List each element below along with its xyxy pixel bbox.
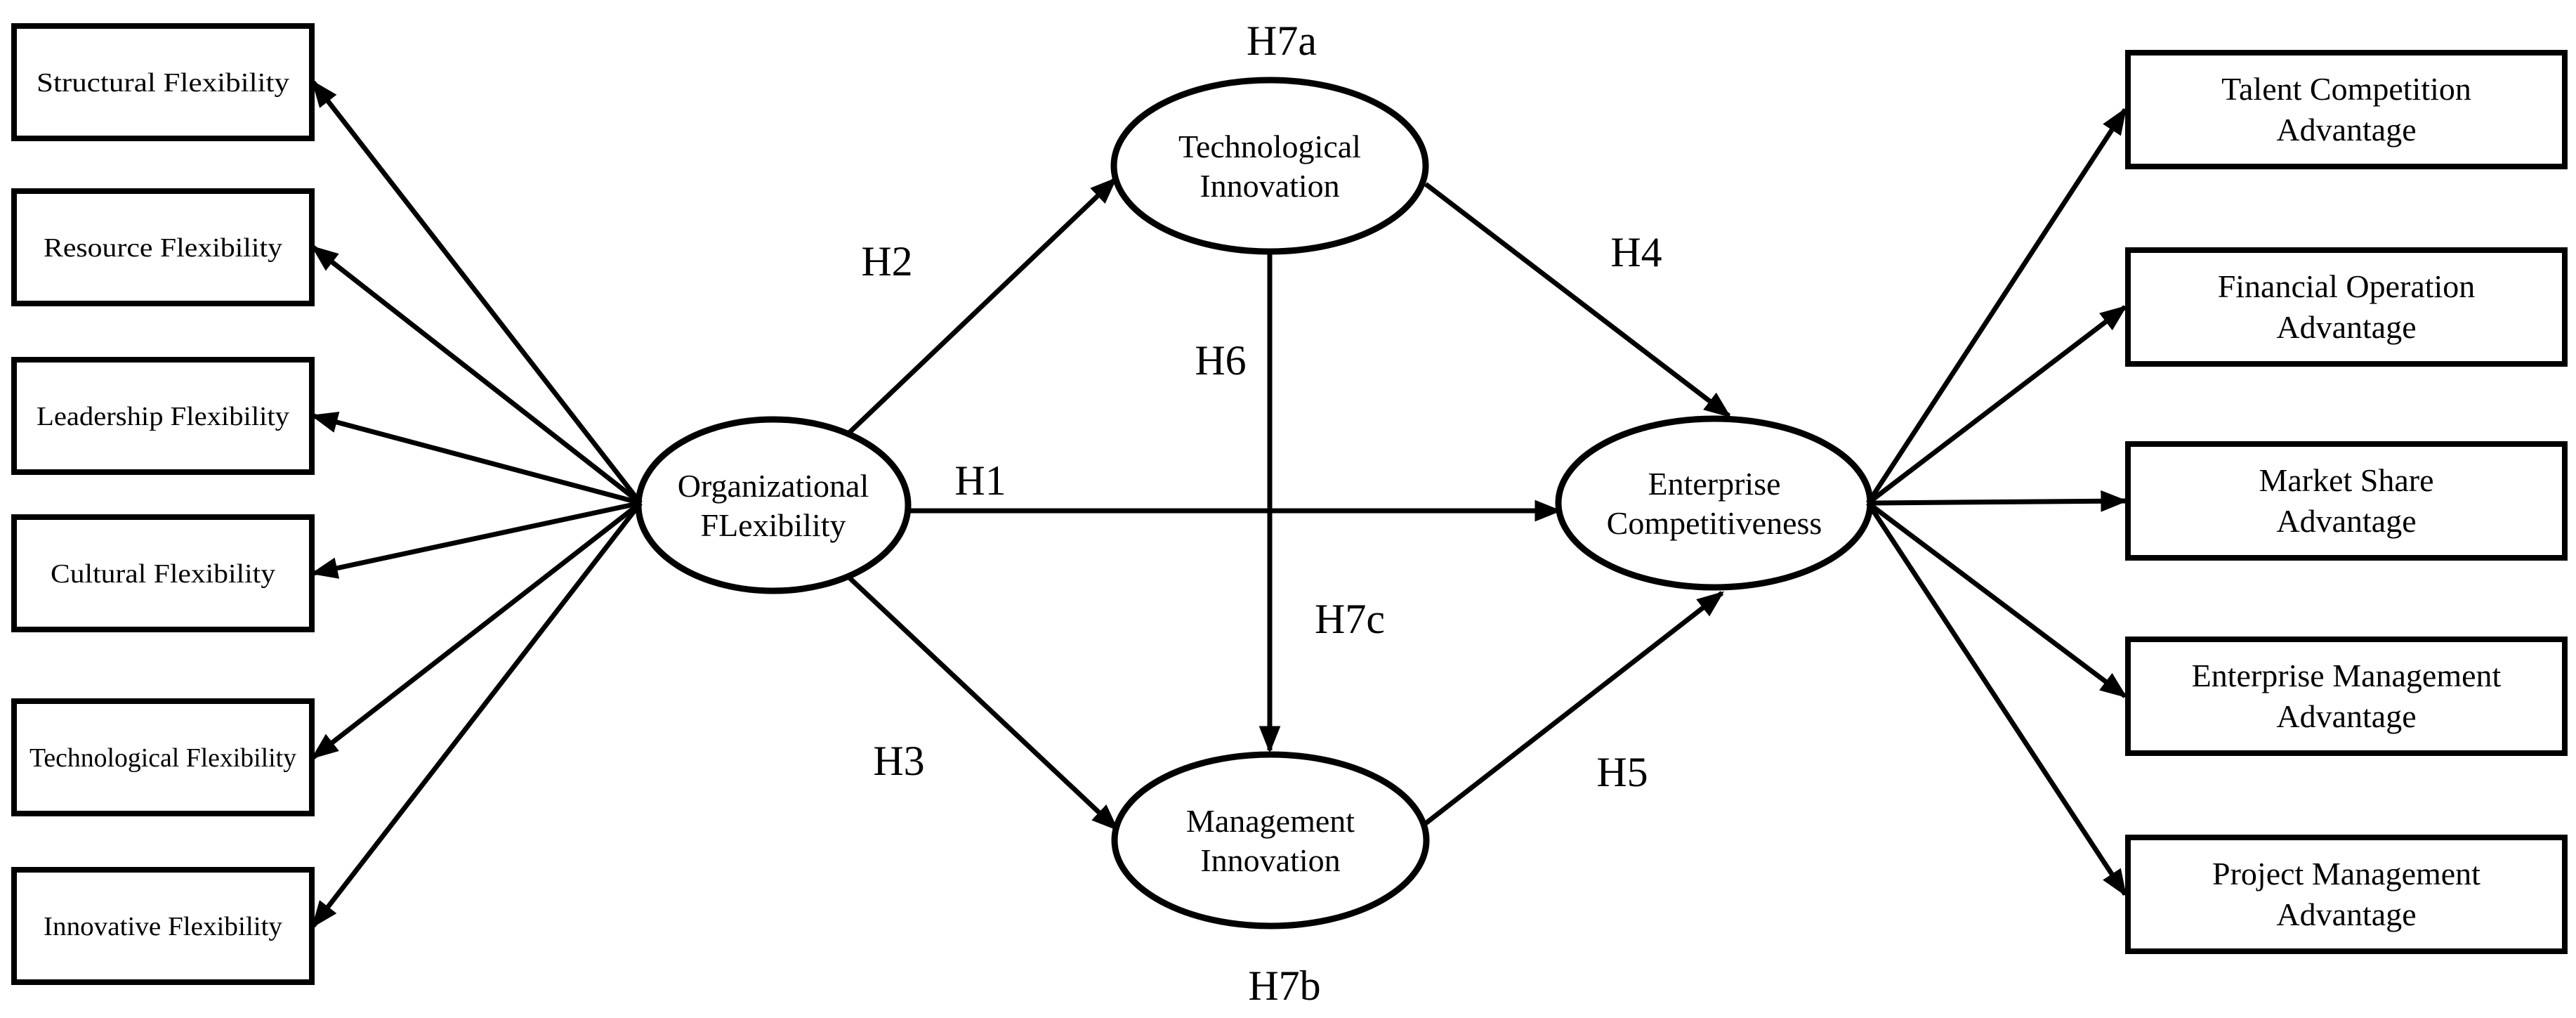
organizational-flexibility-label-line2: FLexibility <box>701 507 846 543</box>
market-share-advantage-label-line1: Market Share <box>2259 462 2433 498</box>
left-box-cultural-flexibility: Cultural Flexibility <box>11 514 315 632</box>
market-share-advantage-box <box>2125 441 2568 561</box>
project-management-advantage-label-line1: Project Management <box>2212 856 2480 892</box>
right-box-project-management-advantage: Project Management Advantage <box>2125 835 2568 954</box>
arrow-org-to-innovative-flexibility <box>311 501 643 929</box>
technological-innovation-label-line2: Innovation <box>1200 168 1339 204</box>
arrow-ec-to-project-management <box>1866 502 2127 897</box>
ellipse-technological-innovation: Technological Innovation <box>1110 77 1429 255</box>
arrow-org-to-leadership-flexibility <box>310 412 641 506</box>
label-h3: H3 <box>873 738 924 784</box>
technological-innovation-ellipse <box>1110 77 1429 255</box>
innovative-flexibility-label: Innovative Flexibility <box>44 912 282 941</box>
arrow-ec-to-talent-competition <box>1866 107 2127 504</box>
left-box-resource-flexibility: Resource Flexibility <box>11 188 315 306</box>
right-box-market-share-advantage: Market Share Advantage <box>2125 441 2568 561</box>
technological-flexibility-label: Technological Flexibility <box>29 743 296 773</box>
talent-competition-advantage-label-line1: Talent Competition <box>2221 71 2471 107</box>
label-h6: H6 <box>1195 337 1246 384</box>
structural-flexibility-box <box>11 23 315 141</box>
structural-flexibility-label: Structural Flexibility <box>37 68 289 98</box>
ellipse-organizational-flexibility: Organizational FLexibility <box>635 416 912 594</box>
ellipse-management-innovation: Management Innovation <box>1111 751 1430 929</box>
label-h5: H5 <box>1596 749 1648 795</box>
arrow-h3-org-to-management-innovation <box>846 575 1119 831</box>
resource-flexibility-box <box>11 188 315 306</box>
enterprise-competitiveness-label-line2: Competitiveness <box>1607 505 1822 541</box>
financial-operation-advantage-label-line2: Advantage <box>2276 309 2416 345</box>
ellipse-enterprise-competitiveness: Enterprise Competitiveness <box>1555 415 1874 591</box>
management-innovation-label-line2: Innovation <box>1200 842 1340 878</box>
arrow-org-to-cultural-flexibility <box>310 500 641 579</box>
financial-operation-advantage-box <box>2125 247 2568 367</box>
resource-flexibility-label: Resource Flexibility <box>44 233 282 263</box>
label-h1: H1 <box>954 457 1006 504</box>
left-box-structural-flexibility: Structural Flexibility <box>11 23 315 141</box>
label-h2: H2 <box>861 238 912 285</box>
management-innovation-label-line1: Management <box>1186 803 1355 839</box>
left-box-leadership-flexibility: Leadership Flexibility <box>11 357 315 475</box>
label-h7c: H7c <box>1315 596 1385 642</box>
project-management-advantage-box <box>2125 835 2568 954</box>
label-h4: H4 <box>1610 229 1662 275</box>
arrow-ec-to-financial-operation <box>1866 305 2128 505</box>
arrow-ec-to-enterprise-management <box>1866 501 2128 698</box>
enterprise-competitiveness-ellipse <box>1555 415 1874 591</box>
arrow-ec-to-market-share <box>1867 490 2128 512</box>
label-h7a: H7a <box>1247 18 1317 64</box>
arrow-h2-org-to-technological-innovation <box>846 177 1117 436</box>
technological-flexibility-box <box>11 698 315 816</box>
project-management-advantage-label-line2: Advantage <box>2276 896 2416 932</box>
enterprise-management-advantage-label-line2: Advantage <box>2276 698 2416 734</box>
organizational-flexibility-label-line1: Organizational <box>678 468 869 504</box>
organizational-flexibility-ellipse <box>635 416 912 594</box>
cultural-flexibility-box <box>11 514 315 632</box>
leadership-flexibility-label: Leadership Flexibility <box>37 402 289 431</box>
talent-competition-advantage-box <box>2125 50 2568 169</box>
enterprise-competitiveness-label-line1: Enterprise <box>1648 466 1780 502</box>
arrow-org-to-resource-flexibility <box>310 245 643 505</box>
right-box-financial-operation-advantage: Financial Operation Advantage <box>2125 247 2568 367</box>
left-box-technological-flexibility: Technological Flexibility <box>11 698 315 816</box>
arrow-org-to-technological-flexibility <box>310 501 643 759</box>
enterprise-management-advantage-box <box>2125 637 2568 756</box>
label-h7b: H7b <box>1248 962 1320 1009</box>
cultural-flexibility-label: Cultural Flexibility <box>51 559 275 589</box>
market-share-advantage-label-line2: Advantage <box>2276 503 2416 539</box>
right-box-enterprise-management-advantage: Enterprise Management Advantage <box>2125 637 2568 756</box>
technological-innovation-label-line1: Technological <box>1178 129 1361 164</box>
right-box-talent-competition-advantage: Talent Competition Advantage <box>2125 50 2568 169</box>
arrow-h5-management-innovation-to-enterprise <box>1424 591 1725 826</box>
leadership-flexibility-box <box>11 357 315 475</box>
left-box-innovative-flexibility: Innovative Flexibility <box>11 867 315 985</box>
arrow-h4-technological-innovation-to-enterprise <box>1424 182 1732 418</box>
management-innovation-ellipse <box>1111 751 1430 929</box>
financial-operation-advantage-label-line1: Financial Operation <box>2218 268 2476 304</box>
arrow-org-to-structural-flexibility <box>311 79 643 505</box>
enterprise-management-advantage-label-line1: Enterprise Management <box>2192 658 2502 693</box>
talent-competition-advantage-label-line2: Advantage <box>2276 112 2416 148</box>
innovative-flexibility-box <box>11 867 315 985</box>
